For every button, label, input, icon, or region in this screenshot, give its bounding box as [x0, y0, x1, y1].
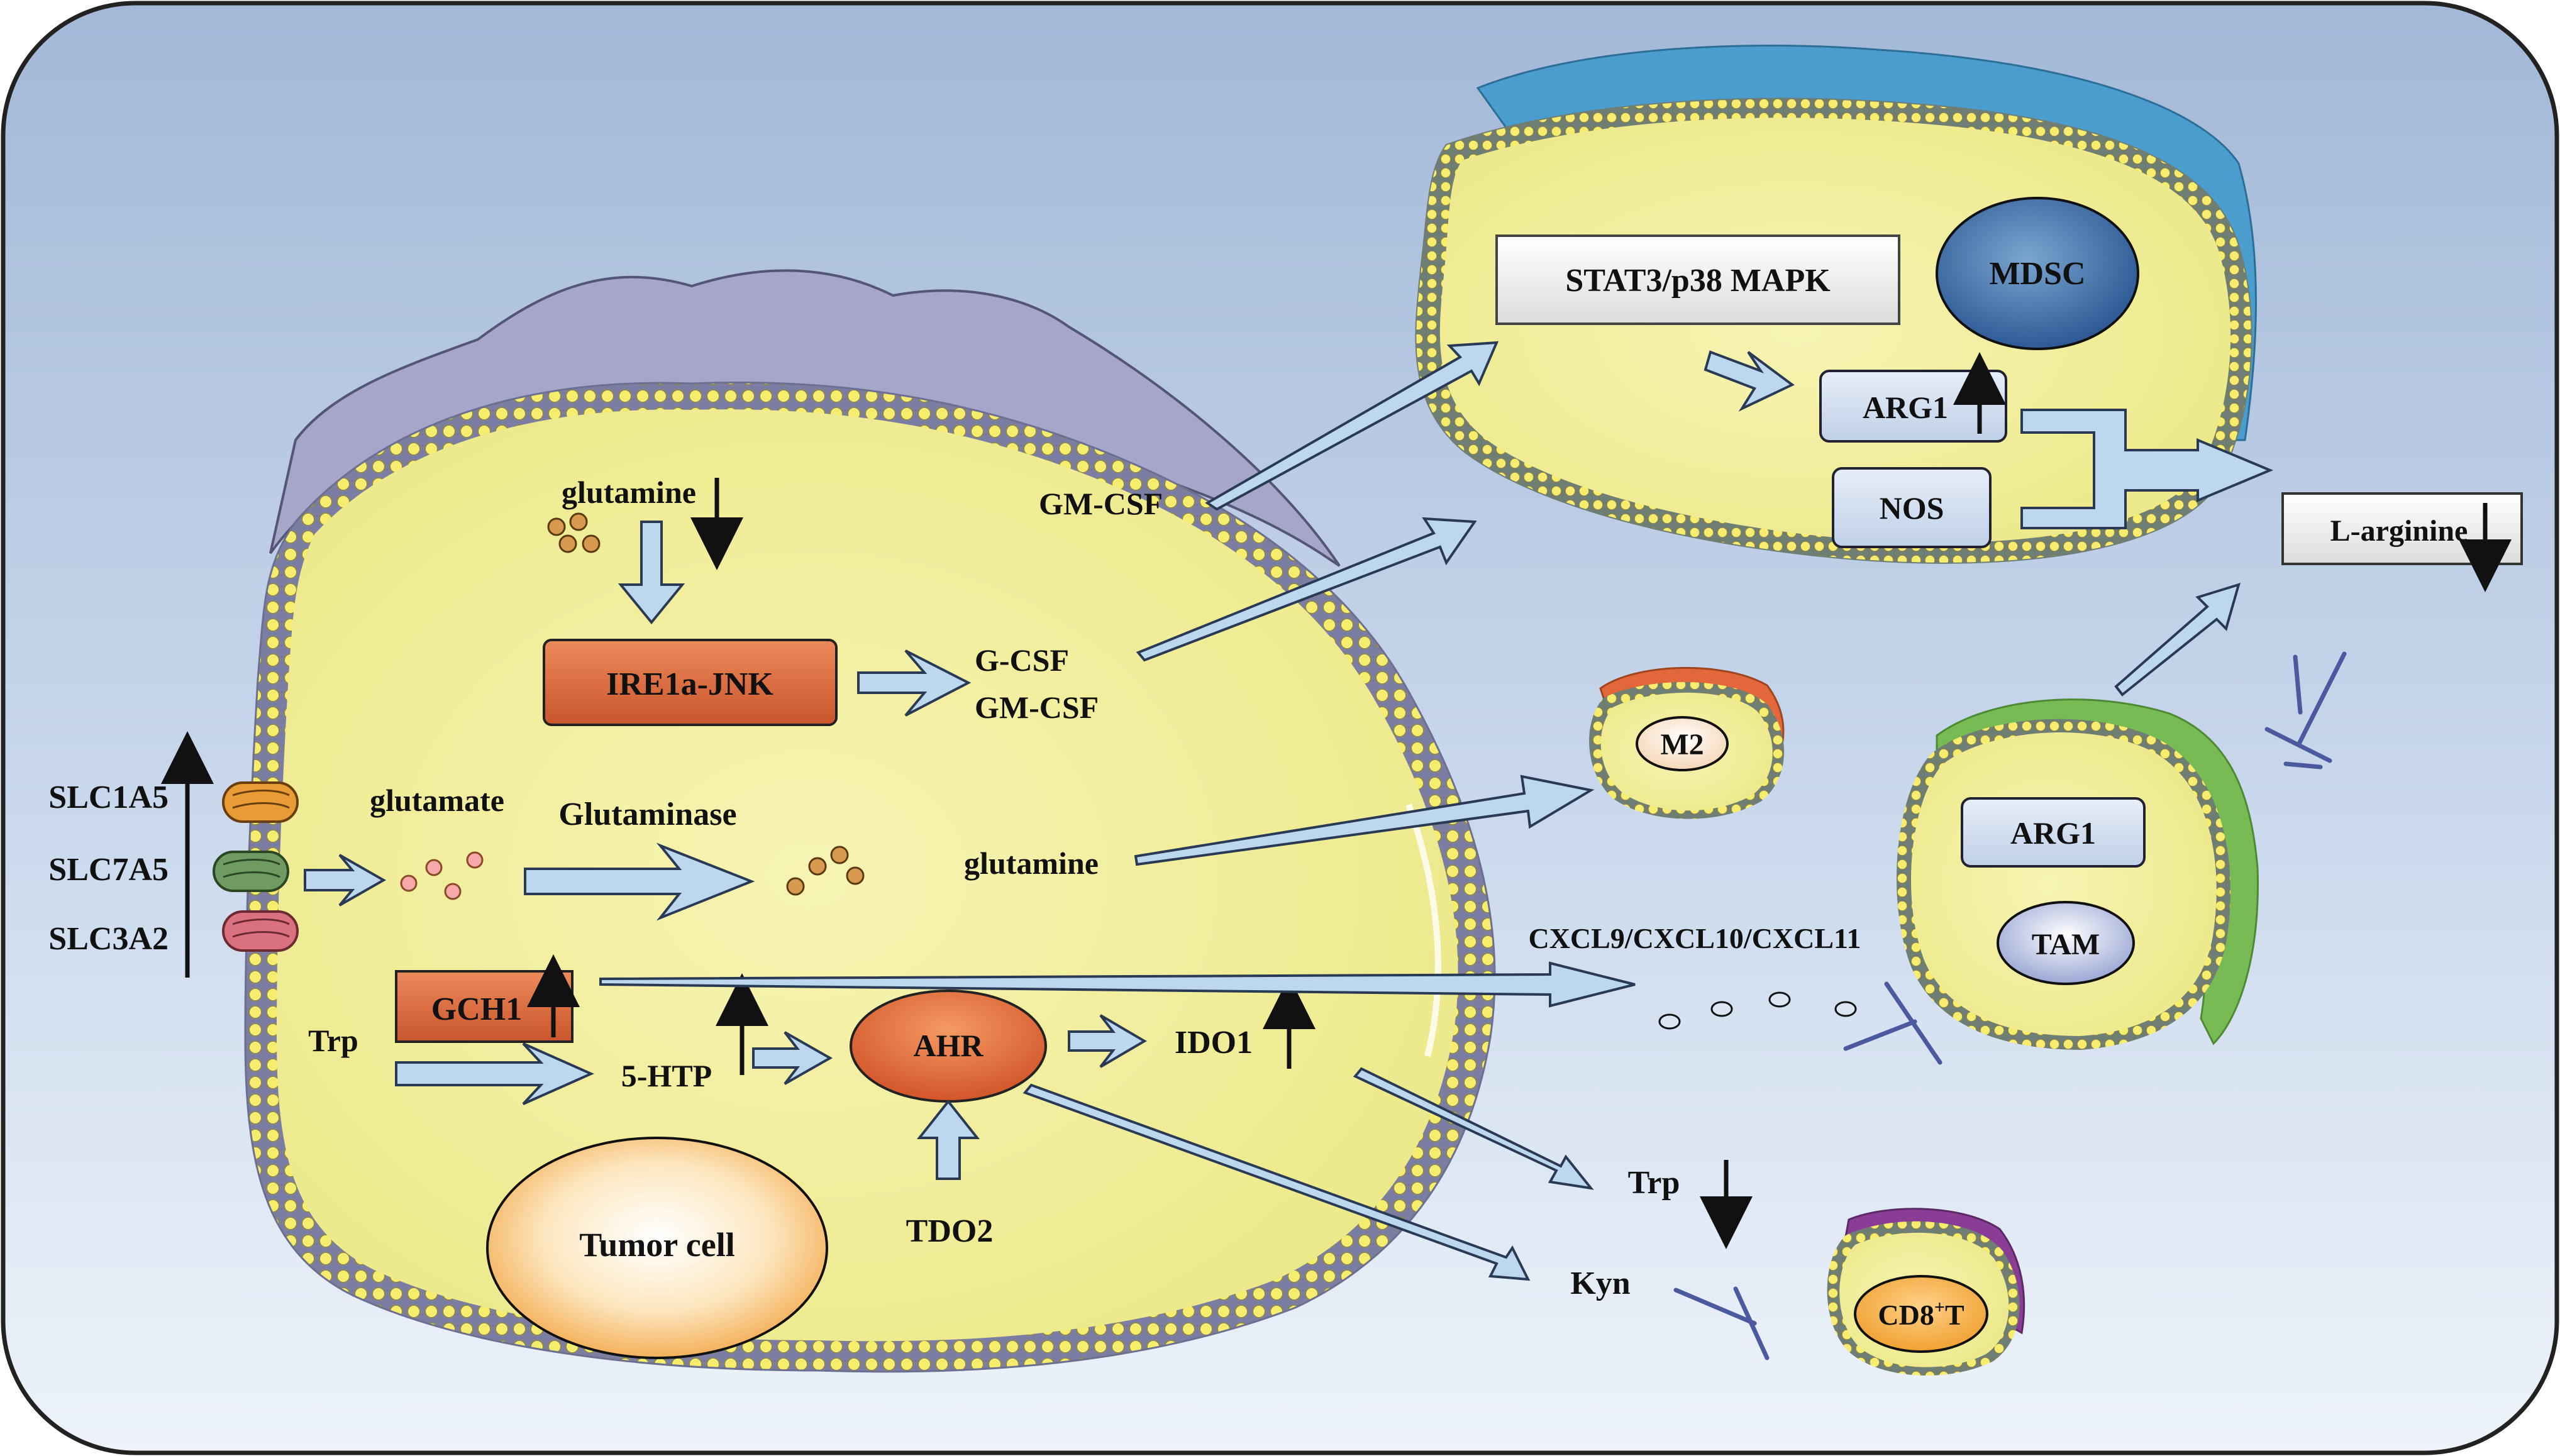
mdsc-cell: MDSC STAT3/p38 MAPK ARG1 NOS — [1415, 45, 2257, 564]
kyn-label: Kyn — [1570, 1266, 1630, 1301]
tam-cytoplasm — [1910, 732, 2217, 1036]
inhibit-cxcl — [1843, 981, 1942, 1065]
tdo2-to-ahr-arrow — [916, 1099, 980, 1180]
ido1-label: IDO1 — [1175, 1025, 1253, 1061]
mdsc-nucleus — [1936, 197, 2139, 350]
nos-box — [1832, 467, 1992, 548]
tam-to-l-arginine-arrow — [2114, 583, 2241, 697]
arg1-mdsc-label: ARG1 — [1863, 390, 1948, 425]
transporters: SLC1A5 SLC7A5 SLC3A2 — [48, 731, 299, 978]
glutamate-dots — [400, 851, 484, 900]
arg1-tam-label: ARG1 — [2010, 815, 2096, 851]
glutamate-label: glutamate — [370, 783, 504, 818]
cd8-label: CD8+T — [1878, 1297, 1964, 1331]
tumor-nucleus — [486, 1137, 828, 1359]
gch1-to-cxcl-arrow — [599, 961, 1636, 1008]
stat3-box — [1495, 234, 1900, 325]
m2-nucleus — [1636, 716, 1729, 771]
cxcl-label: CXCL9/CXCL10/CXCL11 — [1528, 922, 1861, 954]
trp-out-label: Trp — [1628, 1165, 1680, 1201]
slc3a2-transporter — [222, 910, 299, 952]
trp-to-5htp-arrow — [395, 1042, 594, 1105]
glutamine-to-m2-arrow — [1134, 775, 1595, 866]
ido1-to-trp-arrow — [1353, 1067, 1594, 1190]
glutamine-top-label: glutamine — [562, 475, 696, 510]
stat3-to-arg1-arrowhead — [1704, 350, 1795, 412]
ahr-to-ido1-arrow — [1068, 1014, 1147, 1068]
ahr-label: AHR — [913, 1028, 984, 1063]
tdo2-label: TDO2 — [906, 1213, 994, 1249]
cxcl-dots — [1658, 991, 1857, 1030]
inhibit-lines — [1673, 651, 2347, 1360]
tam-cell: ARG1 TAM — [1897, 698, 2259, 1050]
glutamine-top-dots — [547, 512, 601, 553]
slc7a5-transporter — [213, 851, 289, 892]
slc3a2-label: SLC3A2 — [48, 921, 169, 957]
arg1-tam-box — [1961, 797, 2146, 868]
tam-label: TAM — [2032, 928, 2100, 961]
gmcsf-outer-label: GM-CSF — [1039, 486, 1163, 521]
cd8-cell: CD8+T — [1827, 1208, 2025, 1376]
m2-cell: M2 — [1589, 666, 1785, 819]
stat3-label: STAT3/p38 MAPK — [1565, 263, 1831, 299]
glutaminase-arrow — [524, 842, 755, 921]
slc1a5-label: SLC1A5 — [48, 780, 169, 815]
ire1a-to-gcsf-arrow — [857, 649, 972, 717]
glutamine-to-ire1a-arrow — [618, 521, 685, 625]
slc7a5-label: SLC7A5 — [48, 852, 169, 888]
slc1a5-transporter — [222, 781, 299, 823]
merge-arrow — [2020, 409, 2274, 529]
gcsf-label: G-CSF — [975, 643, 1069, 678]
mdsc-label: MDSC — [1989, 256, 2085, 292]
gmcsf-inner-label: GM-CSF — [975, 690, 1099, 725]
trp-in-label: Trp — [308, 1023, 358, 1058]
glutamine-mid-label: glutamine — [964, 846, 1099, 881]
ire1a-jnk-label: IRE1a-JNK — [606, 666, 773, 702]
five-htp-label: 5-HTP — [621, 1058, 712, 1093]
ire1a-jnk-box — [543, 639, 838, 726]
glutamine-mid-dots — [786, 846, 865, 896]
5htp-to-ahr-arrow — [752, 1031, 833, 1085]
ahr-to-kyn-arrow — [1022, 1083, 1531, 1281]
cd8-nucleus — [1854, 1275, 1988, 1353]
glutaminase-label: Glutaminase — [558, 797, 736, 832]
m2-label: M2 — [1660, 728, 1704, 761]
inhibit-tam-mdsc — [2264, 651, 2347, 769]
l-arginine-label: L-arginine — [2330, 514, 2468, 548]
gcsf-to-mdsc-arrow — [1136, 517, 1477, 662]
tumor-cell-label: Tumor cell — [579, 1226, 735, 1264]
gch1-label: GCH1 — [431, 991, 522, 1027]
tam-nucleus — [1997, 901, 2135, 985]
gmcsf-to-stat3-arrow — [1205, 341, 1499, 511]
nos-label: NOS — [1880, 490, 1944, 526]
slc-to-glutamate-arrow — [304, 854, 387, 907]
inhibit-kyn — [1673, 1286, 1770, 1360]
